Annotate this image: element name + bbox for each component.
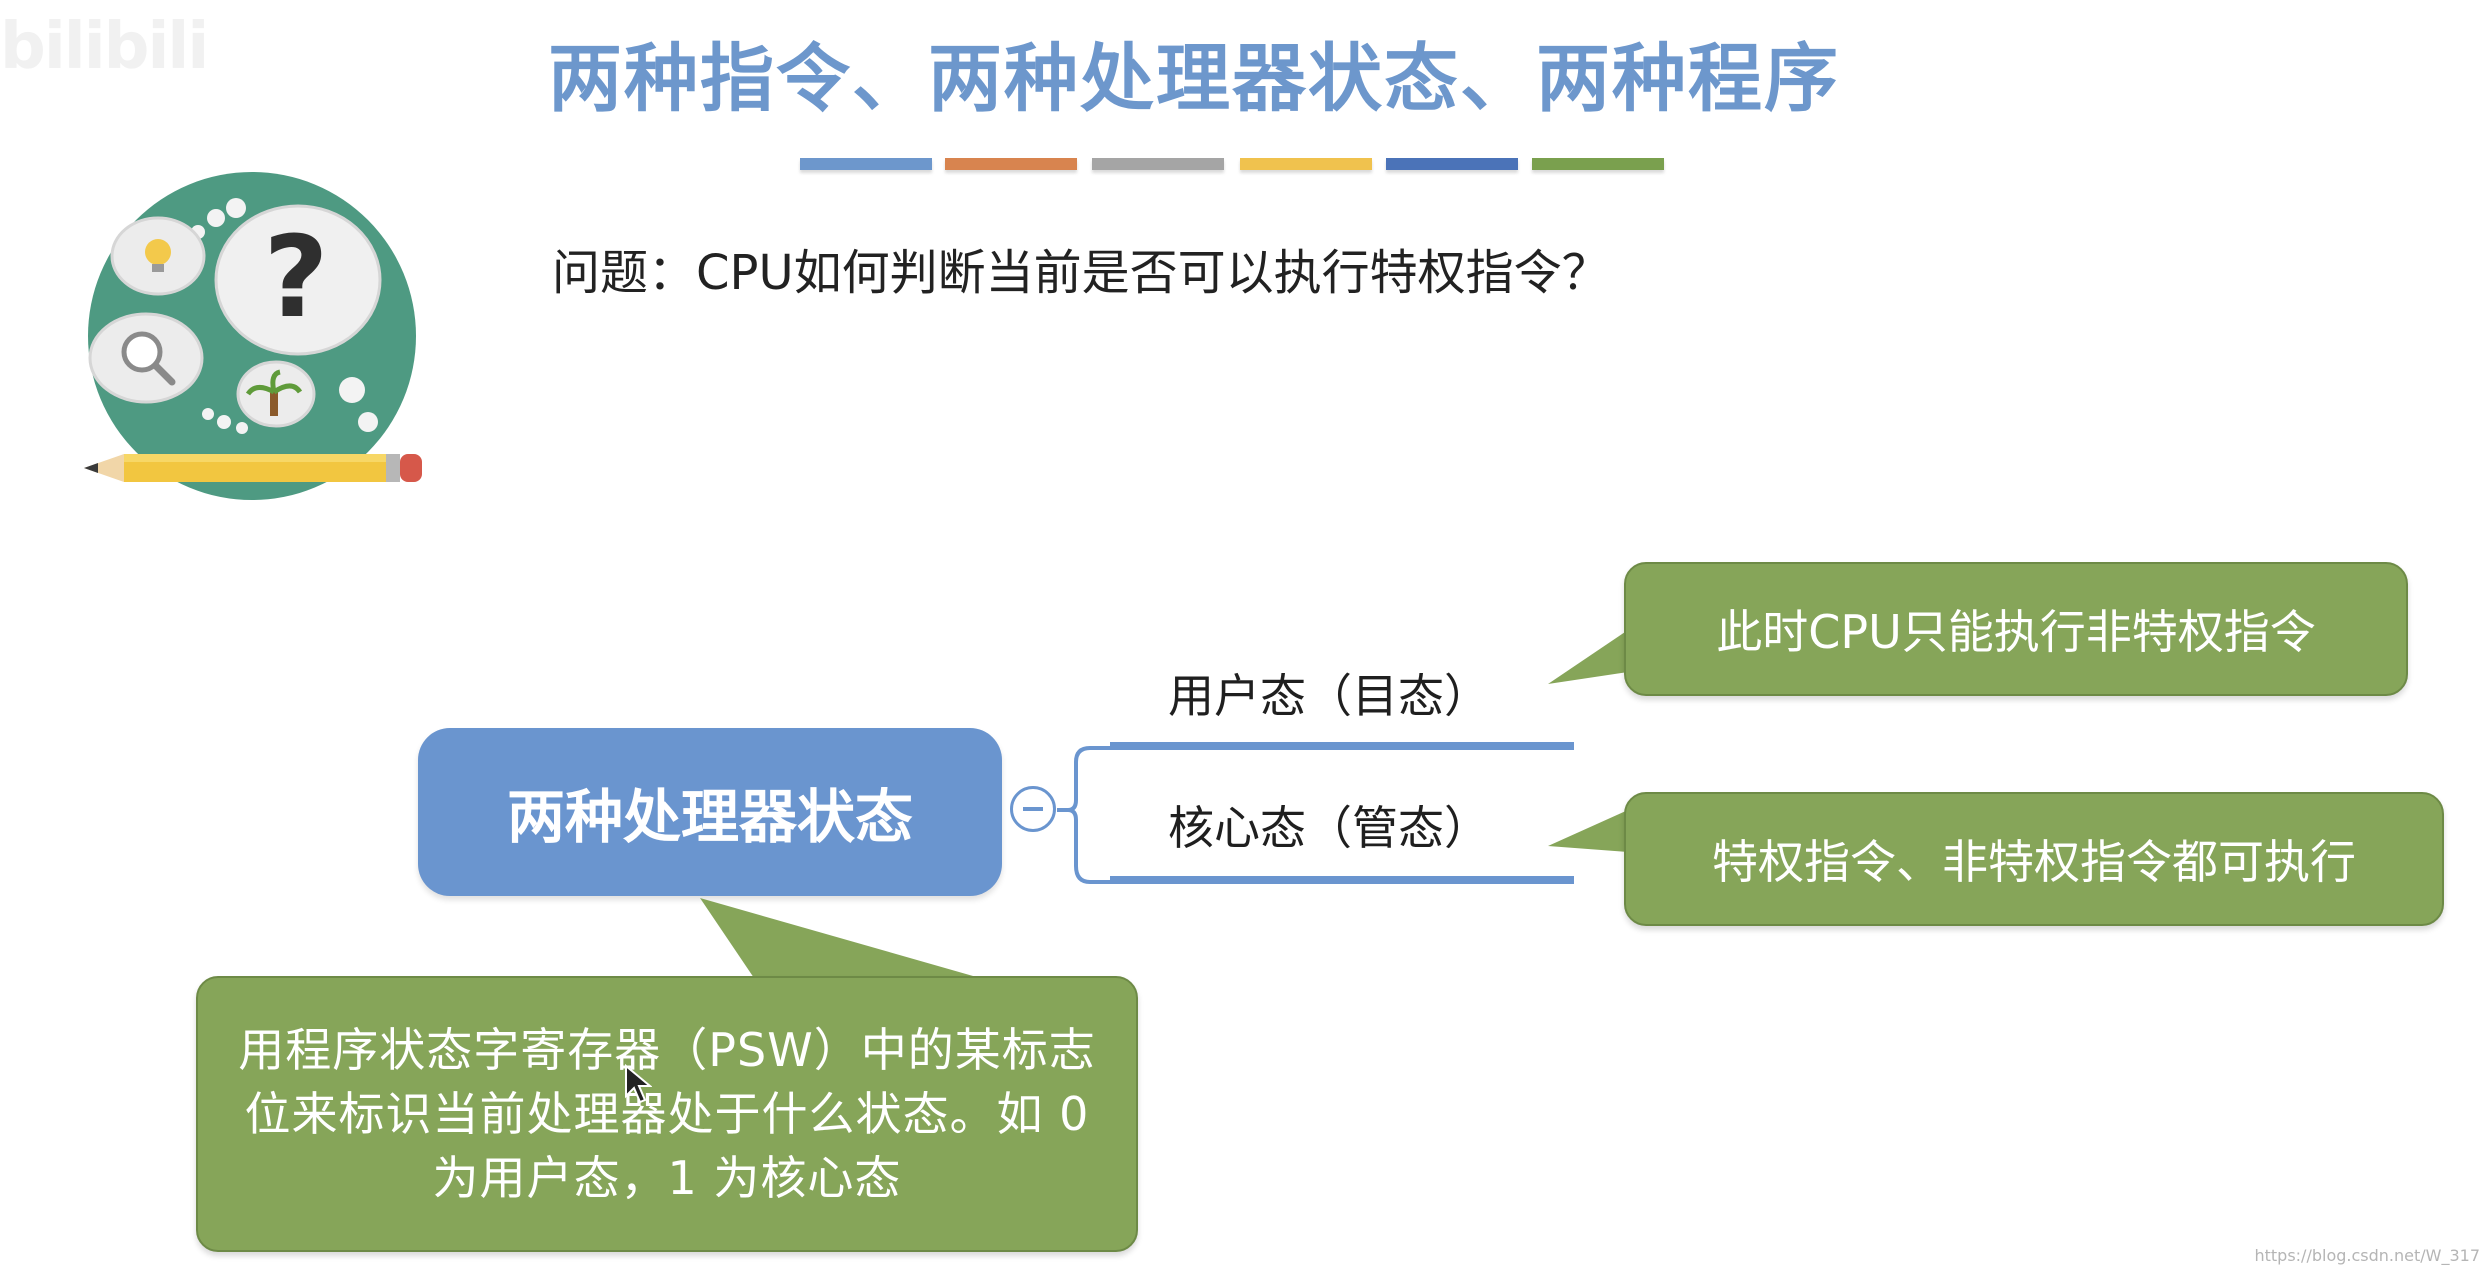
- title-underline-stripe-4: [1240, 158, 1372, 170]
- callout-psw-note: 用程序状态字寄存器（PSW）中的某标志位来标识当前处理器处于什么状态。如 0 为…: [196, 976, 1138, 1252]
- title-underline-stripe-5: [1386, 158, 1518, 170]
- watermark-logo: bilibili: [0, 10, 209, 84]
- title-underline-stripe-6: [1532, 158, 1664, 170]
- central-node: 两种处理器状态: [418, 728, 1002, 896]
- callout-user-mode-note: 此时CPU只能执行非特权指令: [1624, 562, 2408, 696]
- watermark-url: https://blog.csdn.net/W_317: [2254, 1246, 2480, 1265]
- branch-user-mode-line: [1110, 742, 1574, 750]
- title-underline-stripe-2: [945, 158, 1077, 170]
- mouse-pointer-icon: [625, 1064, 652, 1104]
- callout-kernel-mode-note: 特权指令、非特权指令都可执行: [1624, 792, 2444, 926]
- question-text: 问题：CPU如何判断当前是否可以执行特权指令？: [552, 245, 1610, 301]
- thinking-question-icon: ?: [88, 172, 416, 500]
- branch-user-mode-label: 用户态（目态）: [1168, 669, 1490, 723]
- pencil-icon: [84, 454, 422, 482]
- title-underline-stripe-1: [800, 158, 932, 170]
- branch-kernel-mode-line: [1110, 876, 1574, 884]
- collapse-toggle-icon[interactable]: [1010, 786, 1056, 832]
- branch-kernel-mode-label: 核心态（管态）: [1168, 801, 1490, 855]
- slide-title: 两种指令、两种处理器状态、两种程序: [548, 36, 1840, 122]
- svg-text:?: ?: [264, 213, 329, 343]
- title-underline-stripe-3: [1092, 158, 1224, 170]
